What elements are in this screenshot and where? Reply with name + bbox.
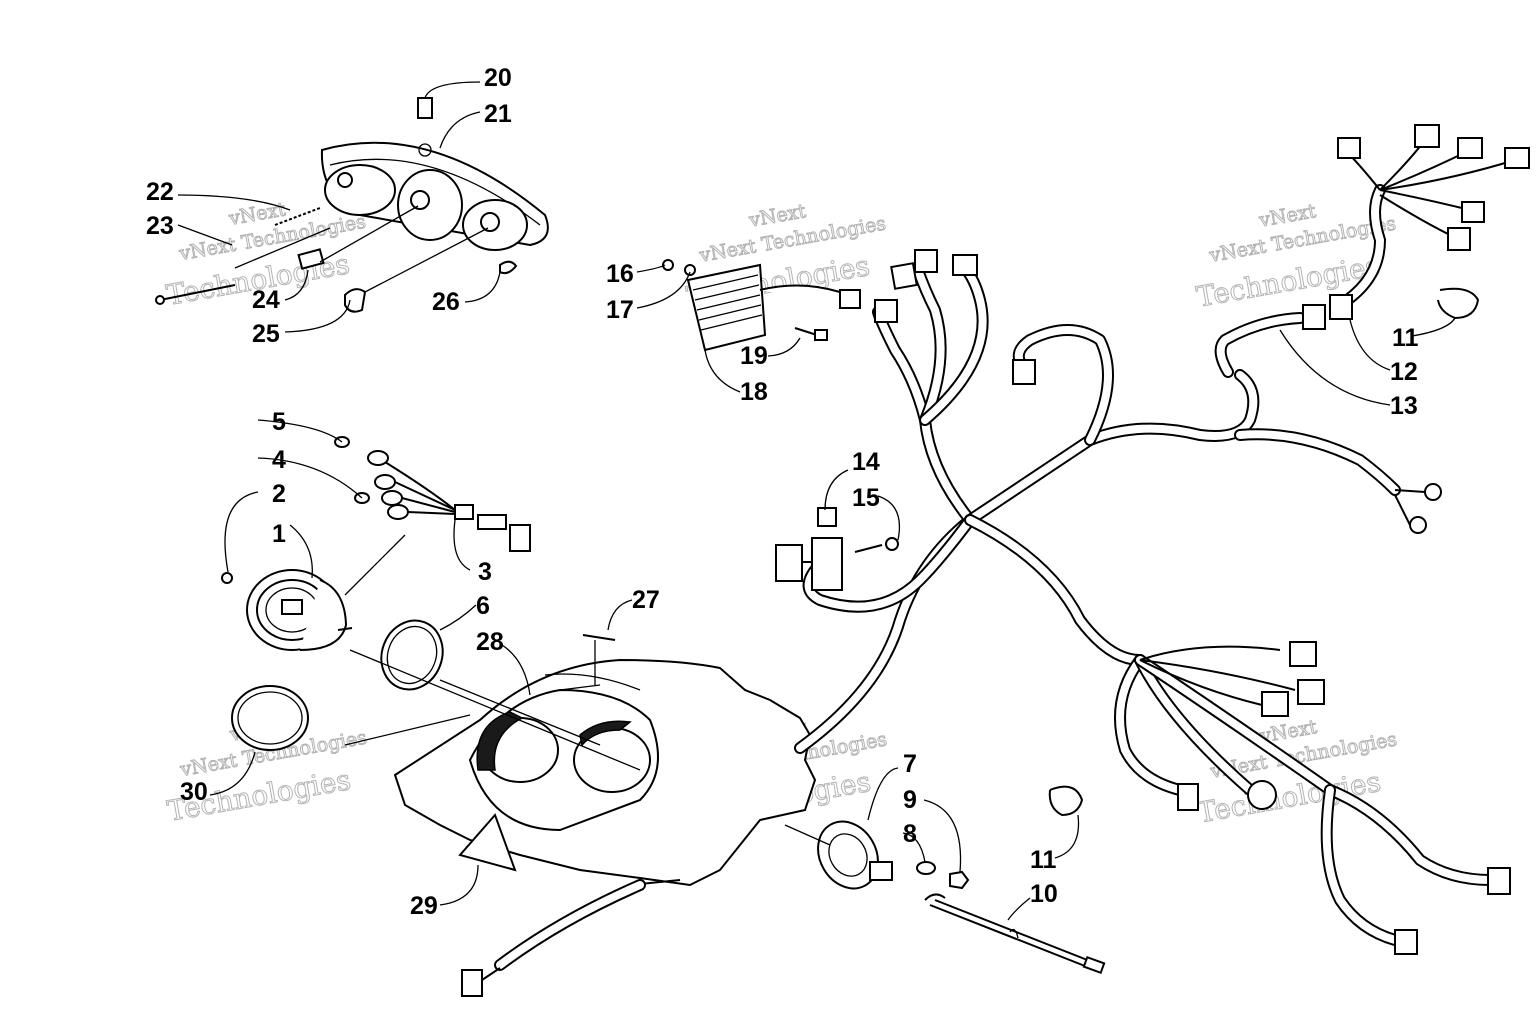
callout-24: 24 xyxy=(252,286,280,314)
callout-11-bottom: 11 xyxy=(1030,846,1057,874)
callout-21: 21 xyxy=(484,100,512,128)
clip-icon xyxy=(417,97,433,119)
headlight-hardware xyxy=(155,205,518,313)
callout-23: 23 xyxy=(146,212,174,240)
callout-16: 16 xyxy=(606,260,634,288)
callout-5: 5 xyxy=(272,408,286,436)
callout-10: 10 xyxy=(1030,880,1058,908)
callout-6: 6 xyxy=(476,592,490,620)
fuse-holder xyxy=(775,507,899,591)
speedometer xyxy=(221,569,353,651)
callout-25: 25 xyxy=(252,320,280,348)
callout-11-top: 11 xyxy=(1392,324,1419,352)
headlight-assembly xyxy=(320,97,549,251)
callout-18: 18 xyxy=(740,378,768,406)
callout-13: 13 xyxy=(1390,392,1418,420)
callout-28: 28 xyxy=(476,628,504,656)
speedo-cable xyxy=(924,893,1106,975)
callout-17: 17 xyxy=(606,296,634,324)
dash-leader-lines xyxy=(344,534,641,771)
voltage-regulator xyxy=(662,259,861,352)
callout-4: 4 xyxy=(272,446,286,474)
callout-7: 7 xyxy=(903,750,917,778)
harness-connectors xyxy=(874,124,1530,955)
callout-30: 30 xyxy=(180,778,208,806)
callout-15: 15 xyxy=(852,484,880,512)
callout-3: 3 xyxy=(478,558,492,586)
callout-19: 19 xyxy=(740,342,768,370)
callout-2: 2 xyxy=(272,480,286,508)
bulb-harness xyxy=(334,436,531,552)
callout-1: 1 xyxy=(272,520,286,548)
callout-leaders xyxy=(177,81,1456,921)
callout-numbers: 1 2 3 4 5 6 7 8 9 10 11 11 12 13 14 15 1… xyxy=(146,64,1419,920)
callout-29: 29 xyxy=(410,892,438,920)
callout-9: 9 xyxy=(903,786,917,814)
gauge-rings xyxy=(231,619,444,751)
callout-20: 20 xyxy=(484,64,512,92)
main-wiring-harness xyxy=(794,139,1516,946)
callout-12: 12 xyxy=(1390,358,1418,386)
dash-harness-lower xyxy=(461,879,646,997)
ignition-switch xyxy=(784,820,970,890)
callout-22: 22 xyxy=(146,178,174,206)
callout-8: 8 xyxy=(903,820,917,848)
callout-26: 26 xyxy=(432,288,460,316)
dash-panel xyxy=(393,634,817,887)
callout-27: 27 xyxy=(632,586,660,614)
callout-14: 14 xyxy=(852,448,880,476)
